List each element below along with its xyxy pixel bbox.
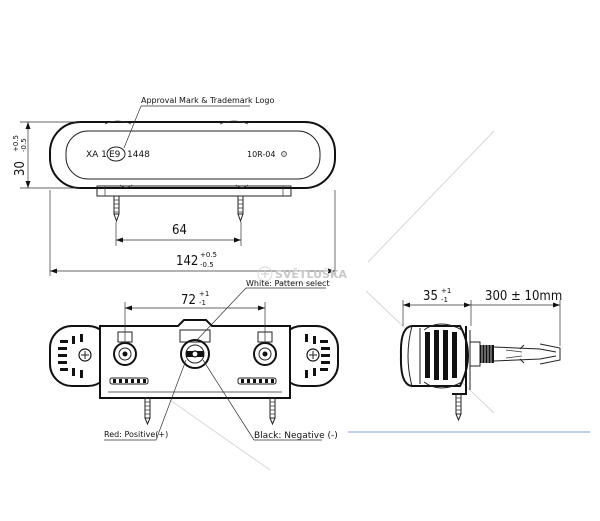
dimension-height: 30 +0.5 -0.5 <box>12 121 80 189</box>
mounting-stud-left <box>113 195 120 223</box>
dimension-hole-spacing: 64 <box>115 222 242 246</box>
svg-text:72: 72 <box>181 293 196 308</box>
registration-mark: 10R-04 <box>247 150 275 159</box>
svg-text:-0.5: -0.5 <box>200 261 214 269</box>
red-wire-leader <box>104 359 187 441</box>
rear-view: 72 +1 -1 White: Pattern select Red: Posi… <box>49 279 339 441</box>
svg-text:-1: -1 <box>441 296 448 304</box>
dimension-connector-spacing: 72 +1 -1 <box>124 290 266 343</box>
black-wire-label: Black: Negative (-) <box>254 431 338 441</box>
svg-text:35: 35 <box>423 289 438 304</box>
red-wire-label: Red: Positive(+) <box>104 430 168 439</box>
svg-text:+1: +1 <box>199 290 209 298</box>
svg-text:-1: -1 <box>199 299 206 307</box>
svg-text:30: 30 <box>13 161 28 176</box>
svg-text:142: 142 <box>176 254 198 269</box>
dimension-length: 142 +0.5 -0.5 <box>49 190 336 276</box>
svg-text:-0.5: -0.5 <box>20 138 28 152</box>
svg-text:300 ± 10mm: 300 ± 10mm <box>485 289 562 304</box>
svg-text:+0.5: +0.5 <box>200 251 217 259</box>
mounting-bracket <box>96 185 292 197</box>
watermark: SVĚTLUŠKA www.svetluska.eu <box>169 130 590 471</box>
svg-text:+1: +1 <box>441 287 451 295</box>
e-mark-circle <box>106 146 126 162</box>
approval-label: Approval Mark & Trademark Logo <box>141 96 274 105</box>
dimension-depth: 35 +1 -1 <box>402 287 472 326</box>
e-mark-text: E9 <box>109 150 121 160</box>
mounting-stud-right <box>237 195 244 223</box>
connector-center <box>179 329 211 369</box>
rear-stud-right <box>269 397 276 426</box>
dimension-cable-length: 300 ± 10mm <box>471 289 562 346</box>
side-view: 35 +1 -1 300 ± 10mm <box>399 287 562 422</box>
white-wire-leader <box>195 287 326 342</box>
marking-number: 1448 <box>127 150 150 160</box>
svg-text:+0.5: +0.5 <box>12 135 20 152</box>
vent-slots-left <box>109 377 149 385</box>
rear-stud-left <box>144 397 151 426</box>
svg-text:SVĚTLUŠKA: SVĚTLUŠKA <box>275 268 347 281</box>
svg-text:64: 64 <box>172 223 187 238</box>
lamp-body-outer <box>49 121 336 189</box>
svg-text:www.svetluska.eu: www.svetluska.eu <box>276 280 312 285</box>
vent-slots-right <box>237 377 277 385</box>
white-wire-label: White: Pattern select <box>246 279 330 288</box>
cable <box>493 346 557 362</box>
lamp-lens <box>65 130 321 180</box>
front-view: XA 1 E9 1448 10R-04 Approval Mark & Trad… <box>12 96 336 276</box>
marking-code: XA 1 <box>86 150 107 160</box>
approval-leader <box>123 105 250 149</box>
black-wire-leader <box>202 359 322 441</box>
